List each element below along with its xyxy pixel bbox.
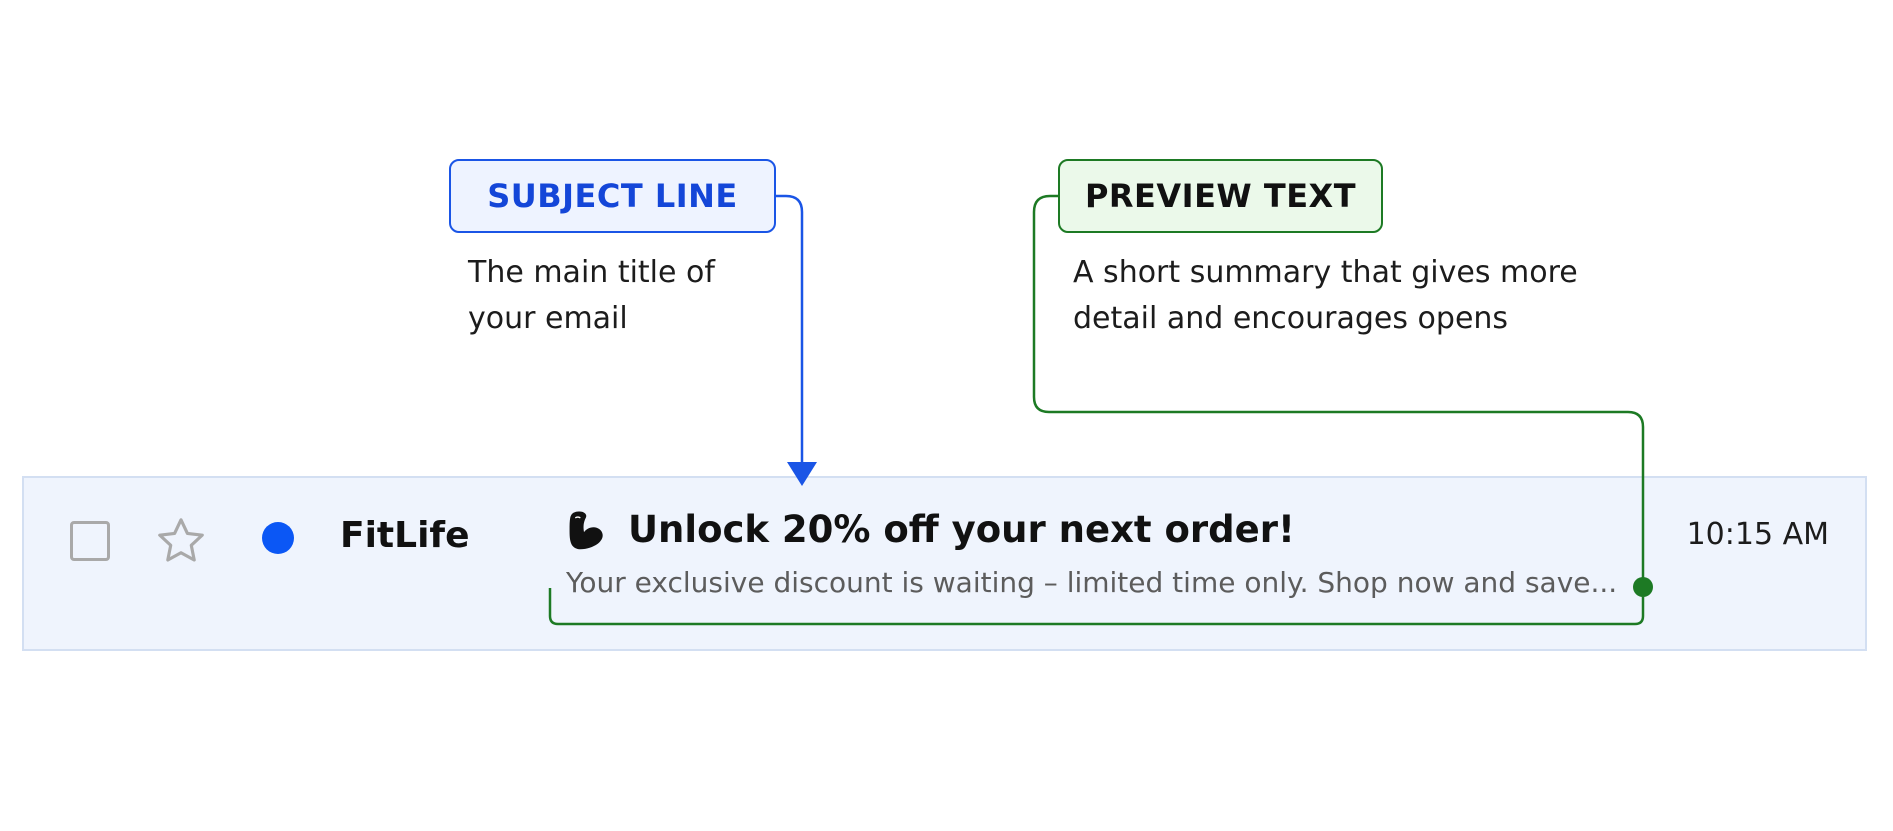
star-icon[interactable]	[154, 514, 208, 568]
subject-line-callout-label: SUBJECT LINE	[487, 177, 738, 215]
preview-text-callout-label: PREVIEW TEXT	[1084, 177, 1357, 215]
email-timestamp: 10:15 AM	[1686, 517, 1829, 552]
subject-line-callout: SUBJECT LINE	[449, 159, 776, 233]
sender-name: FitLife	[340, 515, 470, 556]
unread-indicator	[262, 522, 294, 554]
preview-text-description: A short summary that gives more detail a…	[1073, 255, 1578, 336]
subject-line-description: The main title of your email	[468, 255, 715, 336]
subject-connector-line	[776, 194, 804, 466]
preview-text-callout: PREVIEW TEXT	[1058, 159, 1383, 233]
email-subject: Unlock 20% off your next order!	[628, 508, 1295, 551]
flexed-biceps-icon	[569, 511, 603, 550]
select-checkbox[interactable]	[70, 521, 110, 561]
email-list-row[interactable]	[22, 476, 1867, 651]
email-preview-text: Your exclusive discount is waiting – lim…	[566, 566, 1618, 599]
